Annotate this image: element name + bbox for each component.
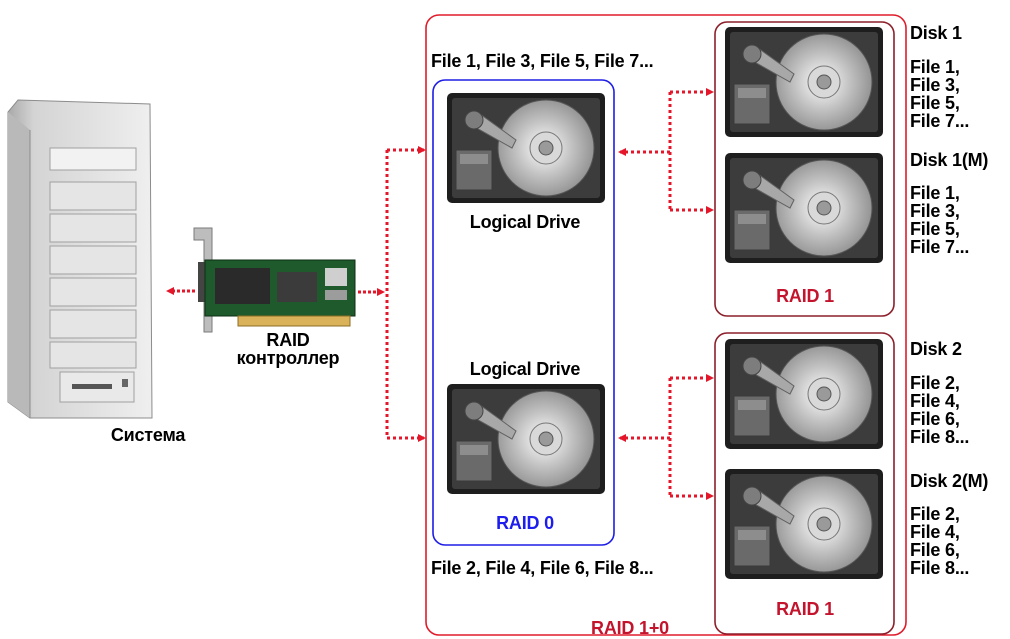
raid10-label: RAID 1+0: [591, 618, 669, 638]
file-item: File 3,: [910, 201, 960, 221]
file-item: File 4,: [910, 391, 960, 411]
hard-drive-icon: [724, 152, 884, 264]
disk1-file-list: File 1, File 3, File 5, File 7...: [910, 58, 969, 130]
disk1-name: Disk 1: [910, 23, 962, 43]
disk1m-name: Disk 1(M): [910, 150, 989, 170]
file-item: File 2,: [910, 373, 960, 393]
disk2-file-list: File 2, File 4, File 6, File 8...: [910, 374, 969, 446]
hard-drive-icon: [446, 92, 606, 204]
disk1m-file-list: File 1, File 3, File 5, File 7...: [910, 184, 969, 256]
file-item: File 8...: [910, 558, 970, 578]
raid10-frame: [425, 14, 907, 636]
file-item: File 3,: [910, 75, 960, 95]
raid0-frame: [432, 79, 615, 546]
raid0-bottom-files: File 2, File 4, File 6, File 8...: [431, 558, 654, 578]
raid1-bottom-frame: [714, 332, 895, 635]
controller-label-line2: контроллер: [236, 348, 340, 368]
raid0-label: RAID 0: [496, 513, 554, 533]
file-item: File 7...: [910, 237, 970, 257]
hard-drive-icon: [724, 338, 884, 450]
logical-drive-bottom-label: Logical Drive: [469, 359, 581, 379]
system-label: Система: [110, 425, 186, 445]
file-item: File 1,: [910, 57, 960, 77]
raid-controller-card-icon: [193, 227, 356, 333]
file-item: File 6,: [910, 409, 960, 429]
file-item: File 4,: [910, 522, 960, 542]
disk2-name: Disk 2: [910, 339, 962, 359]
controller-label-line1: RAID: [266, 330, 310, 350]
file-item: File 2,: [910, 504, 960, 524]
hard-drive-icon: [724, 468, 884, 580]
raid1-top-frame: [714, 21, 895, 317]
hard-drive-icon: [724, 26, 884, 138]
file-item: File 7...: [910, 111, 970, 131]
raid1-bottom-label: RAID 1: [776, 599, 834, 619]
disk2m-file-list: File 2, File 4, File 6, File 8...: [910, 505, 969, 577]
file-item: File 5,: [910, 219, 960, 239]
system-tower-icon: [7, 99, 153, 419]
disk2m-name: Disk 2(M): [910, 471, 989, 491]
hard-drive-icon: [446, 383, 606, 495]
raid0-top-files: File 1, File 3, File 5, File 7...: [431, 51, 654, 71]
raid1-top-label: RAID 1: [776, 286, 834, 306]
file-item: File 6,: [910, 540, 960, 560]
logical-drive-top-label: Logical Drive: [469, 212, 581, 232]
file-item: File 8...: [910, 427, 970, 447]
file-item: File 1,: [910, 183, 960, 203]
file-item: File 5,: [910, 93, 960, 113]
